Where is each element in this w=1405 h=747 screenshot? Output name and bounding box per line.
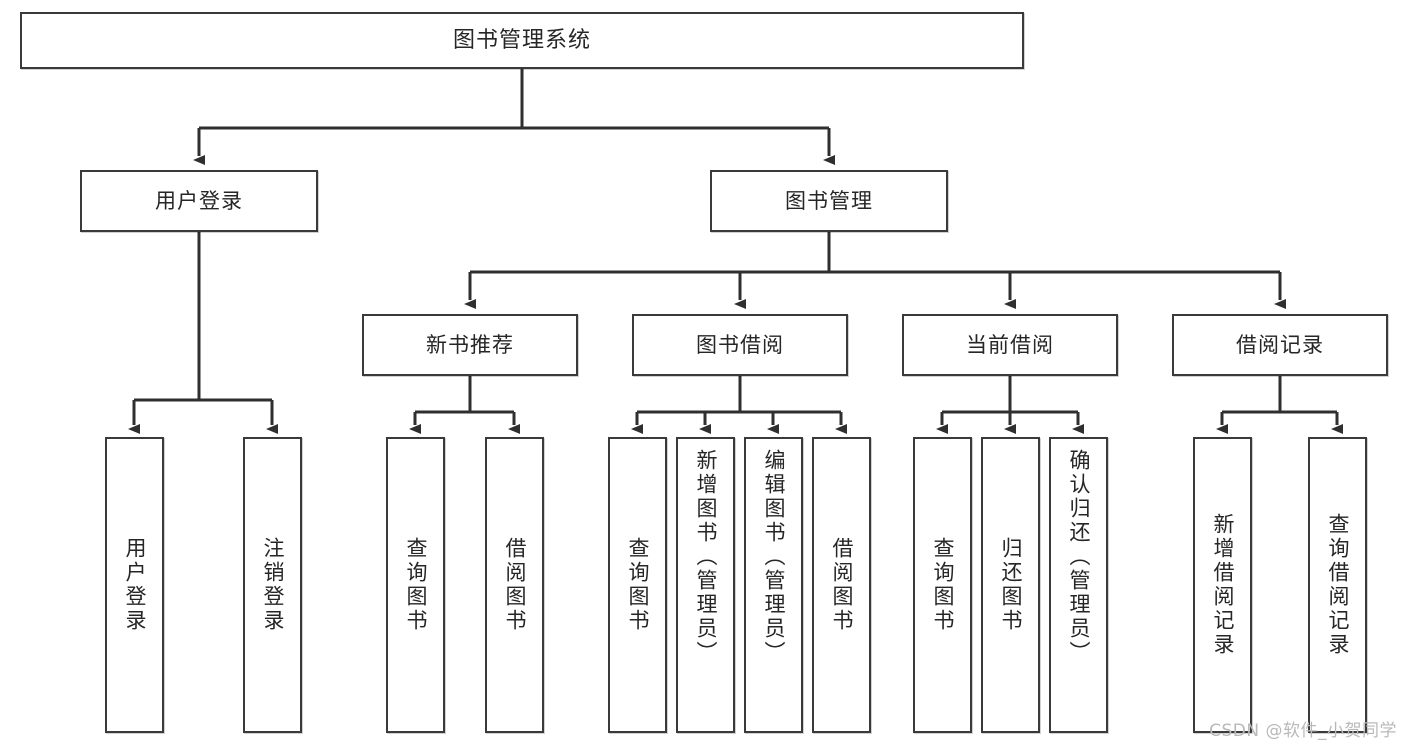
node-label: 查询图书 — [931, 537, 956, 633]
csdn-watermark: CSDN @软件_小贺同学 — [1209, 721, 1397, 741]
node-book-manage[interactable]: 图书管理 — [710, 170, 948, 232]
node-leaf-borrow-book[interactable]: 借阅图书 — [812, 437, 871, 733]
node-borrow-record[interactable]: 借阅记录 — [1172, 314, 1388, 376]
node-label: 注销登录 — [261, 537, 286, 633]
node-leaf-add-book[interactable]: 新增图书（管理员） — [676, 437, 735, 733]
node-user-login[interactable]: 用户登录 — [80, 170, 318, 232]
node-leaf-query-book-recommend[interactable]: 查询图书 — [386, 437, 445, 733]
node-root-system[interactable]: 图书管理系统 — [20, 12, 1024, 69]
node-label: 查询借阅记录 — [1326, 513, 1351, 657]
node-label: 查询图书 — [404, 537, 429, 633]
node-label: 借阅记录 — [1236, 332, 1324, 357]
node-label: 借阅图书 — [830, 537, 855, 633]
node-leaf-borrow-book-recommend[interactable]: 借阅图书 — [485, 437, 544, 733]
node-label: 新书推荐 — [426, 332, 514, 357]
node-book-borrow[interactable]: 图书借阅 — [632, 314, 848, 376]
node-label: 归还图书 — [999, 537, 1024, 633]
node-label: 图书借阅 — [696, 332, 784, 357]
node-label: 借阅图书 — [503, 537, 528, 633]
node-label: 用户登录 — [123, 537, 148, 633]
node-label: 查询图书 — [626, 537, 651, 633]
node-leaf-query-book-current[interactable]: 查询图书 — [913, 437, 972, 733]
node-leaf-user-logout[interactable]: 注销登录 — [243, 437, 302, 733]
node-leaf-add-borrow-record[interactable]: 新增借阅记录 — [1193, 437, 1252, 733]
node-leaf-return-book[interactable]: 归还图书 — [981, 437, 1040, 733]
node-label: 确认归还（管理员） — [1067, 449, 1092, 665]
node-current-borrow[interactable]: 当前借阅 — [902, 314, 1118, 376]
node-label: 用户登录 — [155, 188, 243, 213]
node-leaf-user-login[interactable]: 用户登录 — [105, 437, 164, 733]
node-label: 图书管理系统 — [452, 27, 591, 53]
node-leaf-edit-book[interactable]: 编辑图书（管理员） — [744, 437, 803, 733]
node-label: 图书管理 — [785, 188, 873, 213]
node-label: 新增图书（管理员） — [694, 449, 719, 665]
node-leaf-query-borrow-record[interactable]: 查询借阅记录 — [1308, 437, 1367, 733]
node-label: 当前借阅 — [966, 332, 1054, 357]
node-leaf-query-book-borrow[interactable]: 查询图书 — [608, 437, 667, 733]
node-new-book-recommend[interactable]: 新书推荐 — [362, 314, 578, 376]
node-label: 新增借阅记录 — [1211, 513, 1236, 657]
node-label: 编辑图书（管理员） — [762, 449, 787, 665]
node-leaf-confirm-return[interactable]: 确认归还（管理员） — [1049, 437, 1108, 733]
